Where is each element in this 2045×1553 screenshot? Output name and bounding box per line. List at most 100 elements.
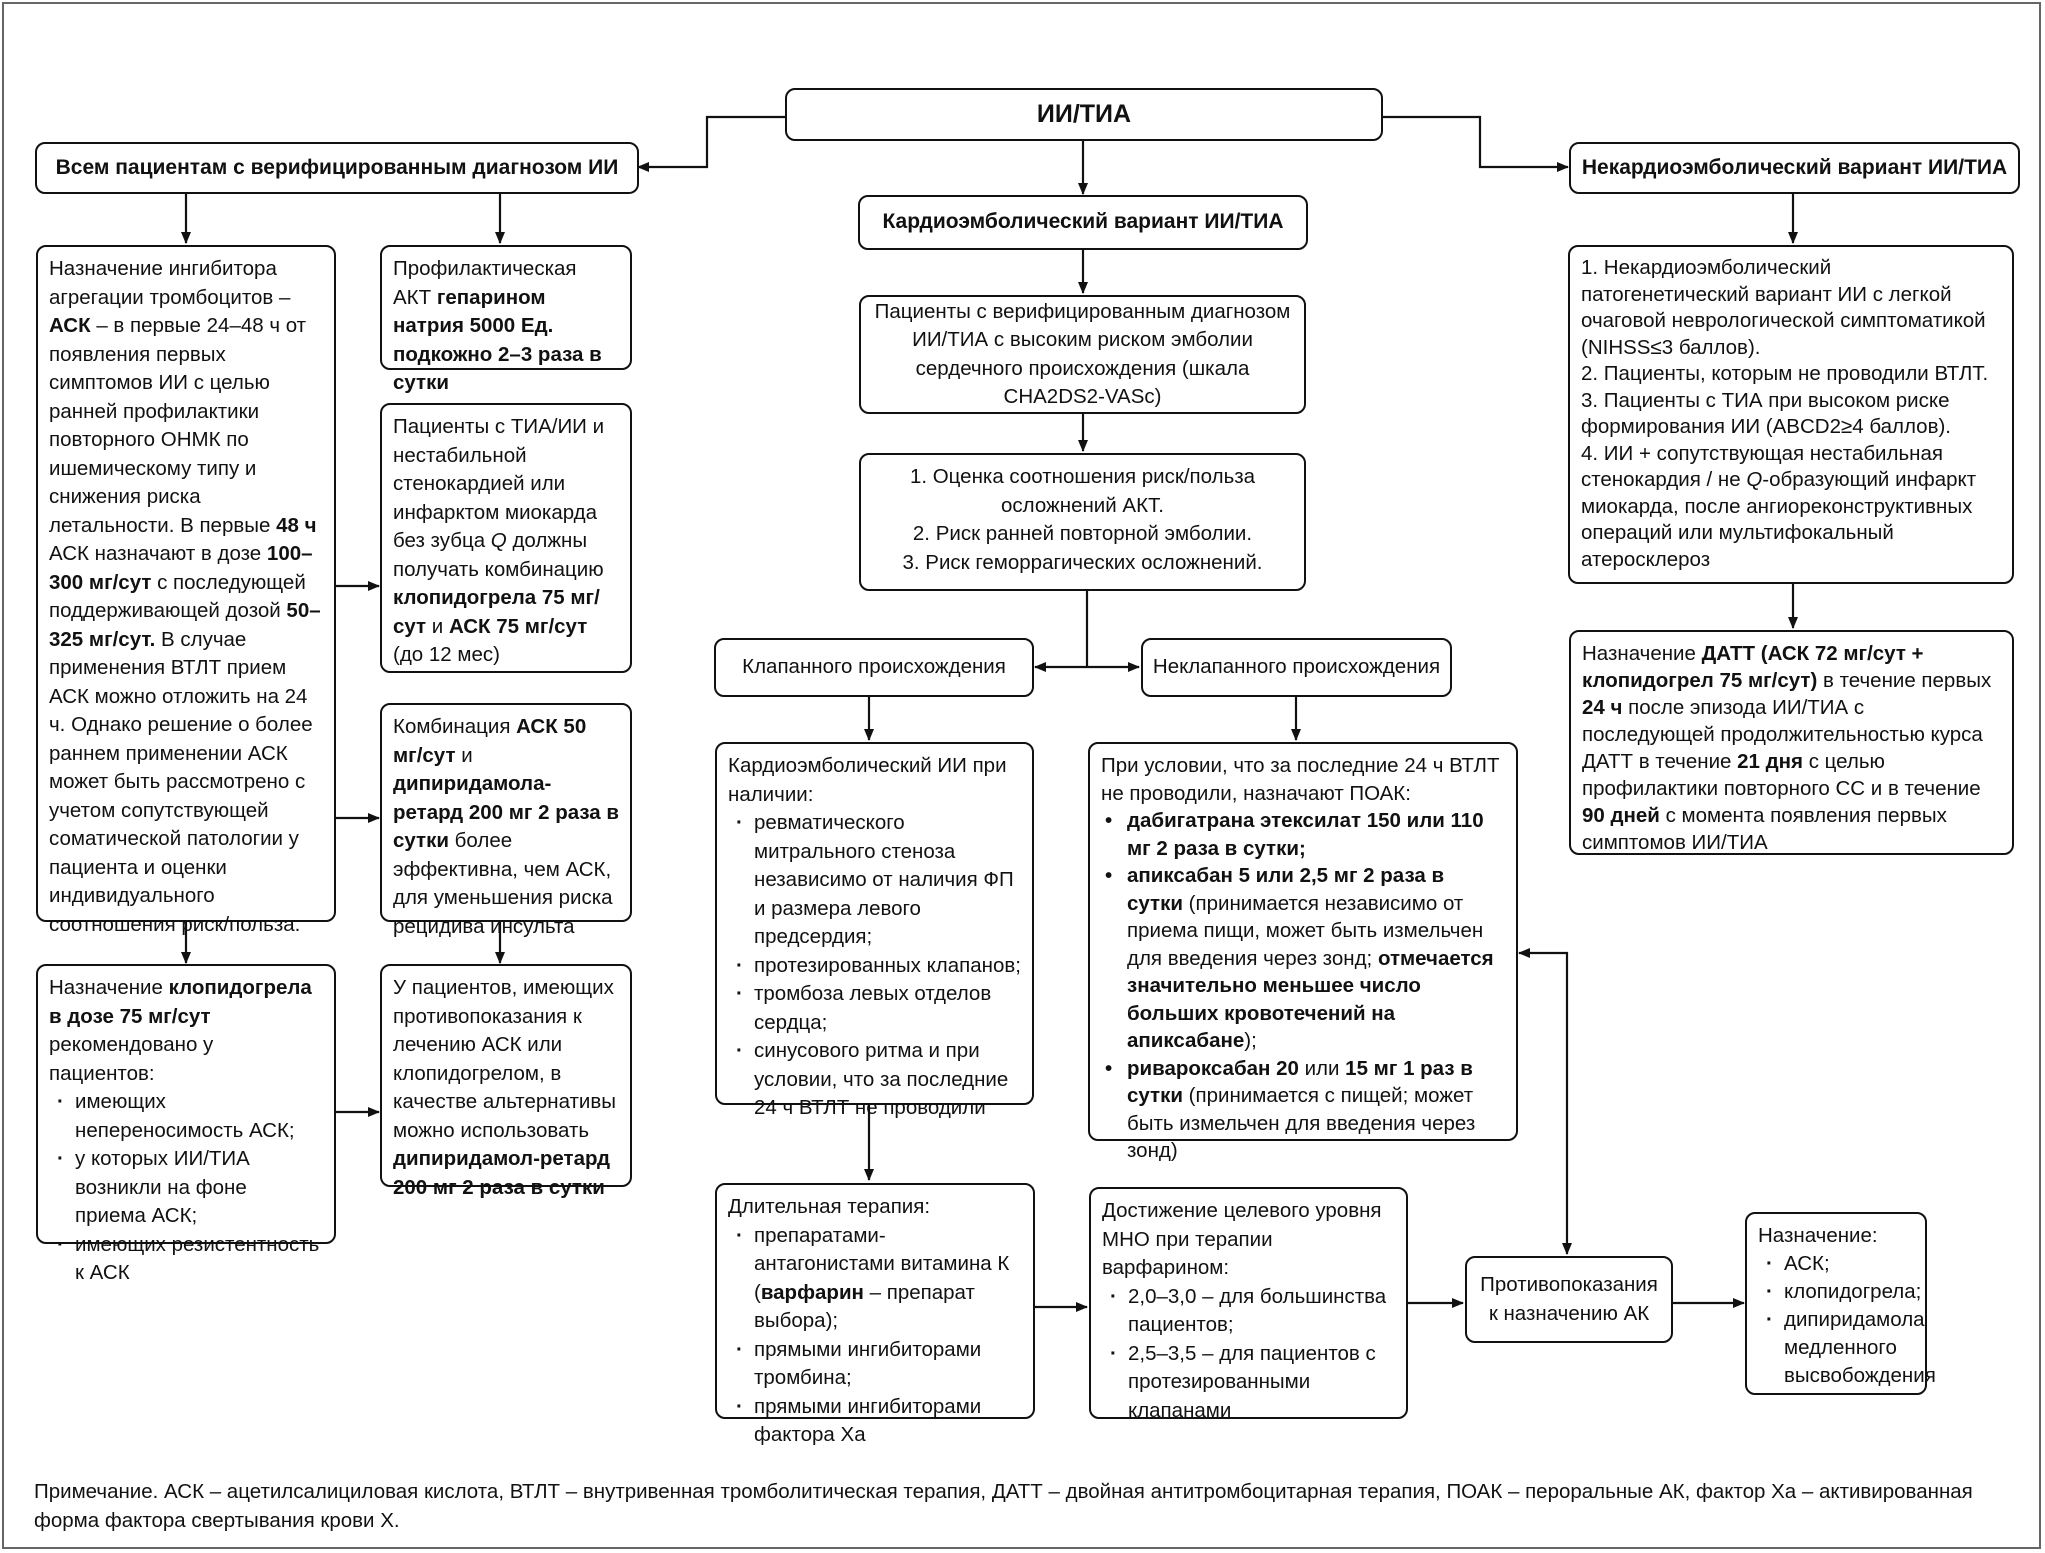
long-item-1a: препаратами-антагонистами витамина К ( (754, 1223, 1010, 1304)
cardio-item: тромбоза левых отделов сердца; (728, 980, 1021, 1037)
datt-text-4: с целью профилактики повторного СС и в т… (1582, 750, 1981, 800)
cardio-box: Кардиоэмболический ИИ при наличии: ревма… (715, 742, 1034, 1119)
rivaroxaban-bold: ривароксабан 20 (1127, 1056, 1299, 1080)
root-node: ИИ/ТИА (785, 88, 1383, 141)
apixaban-bold-2: отмечается значительно меньшее число бол… (1127, 946, 1494, 1053)
ask-bold-3: 100–300 мг/сут (49, 542, 313, 594)
poak-title: При условии, что за последние 24 ч ВТЛТ … (1101, 754, 1500, 805)
rivaroxaban-bold-2: 15 мг 1 раз в сутки (1127, 1056, 1473, 1108)
poak-item-dabigatran: дабигатрана этексилат 150 или 110 мг 2 р… (1101, 807, 1505, 862)
tia-text-4: (до 12 мес) (393, 643, 500, 666)
assess-line: 2. Риск ранней повторной эмболии. (912, 522, 1253, 545)
warfarin-bold: варфарин (760, 1280, 864, 1304)
long-item: прямыми ингибиторами тромбина; (728, 1336, 1022, 1393)
poak-box: При условии, что за последние 24 ч ВТЛТ … (1088, 742, 1518, 1162)
clop-item: имеющих резистентность к АСК (49, 1231, 323, 1288)
rivaroxaban-text: или (1304, 1056, 1340, 1080)
ask-bold-2: 48 ч (276, 513, 317, 537)
clop-item: имеющих непереносимость АСК; (49, 1088, 323, 1145)
contra-ak-box: Противопоказания к назначению АК (1465, 1256, 1673, 1343)
assess-line: 1. Оценка соотношения риск/польза осложн… (909, 465, 1256, 517)
noncardio-line-4: 4. ИИ + сопутствующая нестабильная стено… (1581, 441, 2001, 574)
long-title: Длительная терапия: (728, 1195, 931, 1218)
long-item: прямыми ингибиторами фактора Ха (728, 1393, 1022, 1450)
ask-text-1: Назначение ингибитора агрегации тромбоци… (49, 257, 291, 309)
datt-bold-2: 24 ч (1582, 696, 1623, 719)
tia-box: Пациенты с ТИА/ИИ и нестабильной стенока… (380, 403, 632, 673)
cardio-title: Кардиоэмболический ИИ при наличии: (728, 754, 1007, 806)
valve-box: Клапанного происхождения (714, 638, 1034, 697)
noncardio-box: 1. Некардиоэмболический патогенетический… (1568, 245, 2014, 584)
noncardio-4a: 4. ИИ + сопутствующая нестабильная стено… (1581, 441, 1943, 492)
clop-bold: клопидогрела в дозе 75 мг/сут (49, 976, 312, 1028)
mno-item: 2,0–3,0 – для большинства пациентов; (1102, 1283, 1395, 1340)
datt-text-3: после эпизода ИИ/ТИА с последующей продо… (1582, 696, 1983, 773)
ask-bold-4: 50–325 мг/сут. (49, 599, 321, 651)
cardio-list: ревматического митрального стеноза незав… (728, 809, 1021, 1123)
emb-risk-box: Пациенты с верифицированным диагнозом ИИ… (859, 295, 1306, 414)
center-header: Кардиоэмболический вариант ИИ/ТИА (858, 195, 1308, 250)
contra-left-box: У пациентов, имеющих противопоказания к … (380, 964, 632, 1199)
assign-item: АСК; (1758, 1250, 1914, 1278)
noncardio-line-2: 2. Пациенты, которым не проводили ВТЛТ. (1581, 362, 1989, 385)
clop-box: Назначение клопидогрела в дозе 75 мг/сут… (36, 964, 336, 1284)
combo-bold-1: АСК 50 мг/сут (393, 715, 587, 767)
combo-box: Комбинация АСК 50 мг/сут и дипиридамола-… (380, 703, 632, 938)
right-header: Некардиоэмболический вариант ИИ/ТИА (1569, 142, 2020, 194)
assess-box: 1. Оценка соотношения риск/польза осложн… (859, 453, 1306, 591)
akt-box: Профилактическая АКТ гепарином натрия 50… (380, 245, 632, 394)
datt-text-1: Назначение (1582, 642, 1696, 665)
clop-list: имеющих непереносимость АСК; у которых И… (49, 1088, 323, 1288)
combo-text-3: более эффективна, чем АСК, для уменьшени… (393, 829, 613, 938)
datt-bold-4: 90 дней (1582, 804, 1660, 827)
noncardio-line-3: 3. Пациенты с ТИА при высоком риске форм… (1581, 388, 1951, 439)
datt-bold-3: 21 дня (1737, 750, 1803, 773)
mno-list: 2,0–3,0 – для большинства пациентов; 2,5… (1102, 1283, 1395, 1426)
datt-bold-1: ДАТТ (АСК 72 мг/сут + клопидогрел 75 мг/… (1582, 642, 1924, 692)
poak-item-apixaban: апиксабан 5 или 2,5 мг 2 раза в сутки (п… (1101, 862, 1505, 1055)
long-item-1c: – препарат выбора); (754, 1280, 975, 1333)
rivaroxaban-text-2: (принимается с пищей; может быть измельч… (1127, 1084, 1476, 1162)
cardio-item: ревматического митрального стеноза незав… (728, 809, 1021, 952)
poak-list: дабигатрана этексилат 150 или 110 мг 2 р… (1101, 807, 1505, 1165)
contra-left-text: У пациентов, имеющих противопоказания к … (393, 976, 616, 1142)
arrow-contra-poak (1518, 948, 1572, 1255)
assign-box: Назначение: АСК; клопидогрела; дипиридам… (1745, 1212, 1936, 1395)
mno-item: 2,5–3,5 – для пациентов с протезированны… (1102, 1340, 1395, 1426)
combo-text-2: и (461, 743, 473, 767)
dabigatran-text: дабигатрана этексилат 150 или 110 мг 2 р… (1127, 809, 1484, 860)
ask-text-2: – в первые 24–48 ч от появления первых с… (49, 314, 307, 537)
akt-text: Профилактическая АКТ (393, 257, 577, 309)
tia-bold-1: клопидогрела 75 мг/сут (393, 586, 600, 638)
assign-item: дипиридамола медленного высвобождения (1758, 1306, 1936, 1390)
tia-text-3: и (431, 614, 444, 638)
noncardio-4b: -образующий инфаркт миокарда, после анги… (1581, 468, 1977, 571)
ask-text-4: с последующей поддерживающей дозой (49, 570, 306, 623)
assign-item: клопидогрела; (1758, 1278, 1921, 1306)
cardio-item: синусового ритма и при условии, что за п… (728, 1037, 1021, 1123)
apixaban-text: (принимается независимо от приема пищи, … (1127, 891, 1484, 970)
mno-title: Достижение целевого уровня МНО при терап… (1102, 1199, 1382, 1279)
clop-item: у которых ИИ/ТИА возникли на фоне приема… (49, 1145, 323, 1231)
footnote: Примечание. АСК – ацетилсалициловая кисл… (34, 1480, 1973, 1532)
long-box: Длительная терапия: препаратами-антагони… (715, 1183, 1035, 1446)
datt-text-2: в течение первых (1823, 669, 1992, 692)
mno-box: Достижение целевого уровня МНО при терап… (1089, 1187, 1408, 1422)
ask-bold-1: АСК (49, 314, 91, 337)
tia-text-1: Пациенты с ТИА/ИИ и нестабильной стенока… (393, 415, 605, 552)
clop-text-1: Назначение (49, 976, 163, 999)
nonvalve-box: Неклапанного происхождения (1141, 638, 1452, 697)
long-item: препаратами-антагонистами витамина К (ва… (728, 1222, 1022, 1336)
akt-bold: гепарином натрия 5000 Ед. подкожно 2–3 р… (393, 285, 602, 395)
apixaban-text-2: ); (1244, 1029, 1257, 1052)
noncardio-line-1: 1. Некардиоэмболический патогенетический… (1581, 256, 1986, 359)
apixaban-bold: апиксабан 5 или 2,5 мг 2 раза в сутки (1127, 864, 1445, 915)
tia-bold-2: АСК 75 мг/сут (448, 614, 588, 638)
datt-text-5: с момента появления первых симптомов ИИ/… (1582, 804, 1947, 854)
noncardio-q: Q (1746, 468, 1763, 491)
poak-item-rivaroxaban: ривароксабан 20 или 15 мг 1 раз в сутки … (1101, 1055, 1505, 1165)
datt-box: Назначение ДАТТ (АСК 72 мг/сут + клопидо… (1569, 630, 2014, 855)
ask-text-3: АСК назначают в дозе (49, 542, 262, 565)
